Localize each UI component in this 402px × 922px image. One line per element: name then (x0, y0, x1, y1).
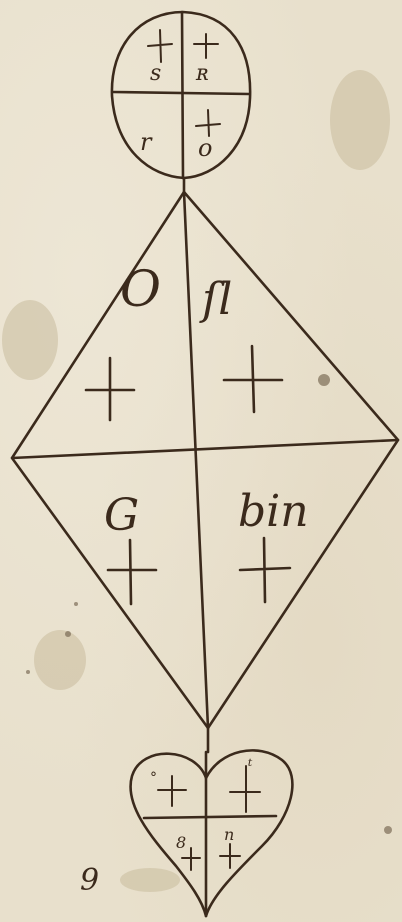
diamond-cell-3-letter: G (104, 490, 139, 541)
cross-icon (196, 110, 220, 136)
heart-cell-3-letter: 8 (176, 833, 186, 852)
top-oval-cell-4-letter: o (198, 134, 212, 162)
cross-icon (158, 776, 186, 806)
top-oval-cell-3-letter: r (140, 128, 153, 156)
cross-icon (108, 540, 156, 604)
top-oval-cell-2-letter: ʀ (195, 61, 209, 86)
cross-icon (194, 34, 218, 58)
cross-icon (220, 844, 240, 868)
heart-cell-4-letter: n (224, 825, 234, 844)
top-oval-figure: s ʀ r o (112, 12, 250, 178)
heart-cell-1-letter: ° (150, 770, 157, 786)
diamond-horizontal-line (12, 440, 398, 458)
diamond-cell-1-letter: O (120, 260, 161, 318)
margin-note: 9 (80, 863, 99, 898)
top-oval-vertical-line (182, 12, 183, 178)
cross-icon (230, 766, 260, 812)
heart-cell-2-letter: ᵗ (248, 756, 253, 777)
cross-icon (240, 538, 290, 602)
cross-icon (86, 358, 134, 420)
diamond-vertical-line (184, 192, 208, 728)
cross-icon (148, 30, 172, 62)
diamond-cell-4-letter: bin (238, 486, 309, 537)
top-oval-horizontal-line (113, 92, 249, 94)
top-oval-cell-1-letter: s (150, 61, 161, 86)
cross-icon (224, 346, 282, 412)
diamond-cell-2-letter: ſl (199, 274, 232, 325)
heart-horizontal-line (144, 816, 276, 818)
